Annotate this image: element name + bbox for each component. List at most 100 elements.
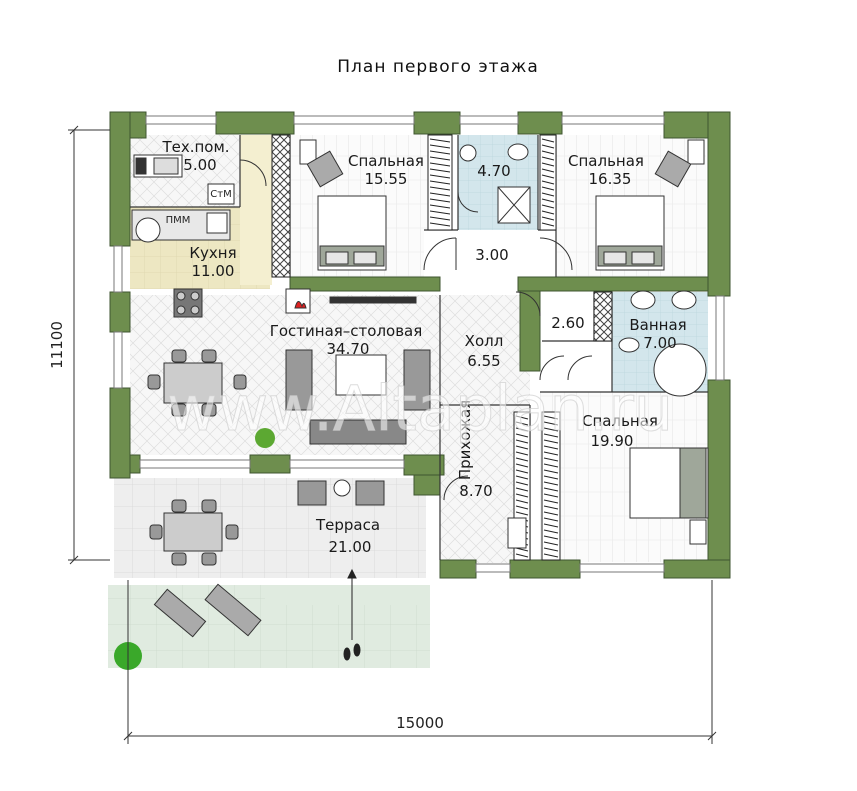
hanger-line (541, 192, 555, 197)
dimension-lines (68, 125, 717, 744)
label-corridor-area: 3.00 (475, 246, 508, 264)
hanger-line (515, 475, 529, 480)
hanger-line (429, 156, 451, 161)
hanger-line (515, 493, 529, 498)
hanger-line (429, 180, 451, 185)
hanger-line (515, 463, 529, 468)
label-entry-name: Прихожая (456, 400, 474, 480)
label-bedroom3-name: Спальная (582, 412, 658, 430)
hanger-line (543, 511, 559, 516)
dimension-width: 15000 (396, 714, 444, 732)
hanger-line (541, 216, 555, 221)
hanger-line (515, 487, 529, 492)
dimension-height: 11100 (48, 321, 66, 369)
label-closet-area: 2.60 (551, 314, 584, 332)
hanger-line (515, 457, 529, 462)
label-hall-name: Холл (465, 332, 504, 350)
hanger-line (543, 415, 559, 420)
hanger-line (543, 499, 559, 504)
label-living-area: 34.70 (327, 340, 370, 358)
hanger-line (515, 421, 529, 426)
hanger-line (515, 499, 529, 504)
room-labels: Тех.пом. 5.00 СтМ ПММ Кухня 11.00 Спальн… (161, 138, 686, 556)
hanger-line (515, 427, 529, 432)
label-dishwasher: ПММ (166, 215, 191, 226)
hanger-line (515, 451, 529, 456)
hanger-line (515, 415, 529, 420)
label-bedroom1-name: Спальная (348, 152, 424, 170)
hanger-line (429, 204, 451, 209)
hanger-line (541, 222, 555, 227)
hanger-line (541, 204, 555, 209)
hanger-line (541, 168, 555, 173)
windows (113, 115, 725, 573)
hanger-line (541, 156, 555, 161)
hanger-line (543, 553, 559, 558)
hanger-line (515, 445, 529, 450)
hanger-line (541, 198, 555, 203)
label-tech-area: 5.00 (183, 156, 216, 174)
hanger-line (429, 162, 451, 167)
entry-arrow (343, 568, 361, 661)
hanger-line (515, 439, 529, 444)
hanger-line (543, 487, 559, 492)
hanger-line (429, 198, 451, 203)
hanger-line (543, 421, 559, 426)
hanger-line (515, 433, 529, 438)
hanger-line (543, 481, 559, 486)
hanger-line (429, 216, 451, 221)
hanger-line (543, 535, 559, 540)
hanger-line (543, 541, 559, 546)
label-living-name: Гостиная–столовая (270, 322, 423, 340)
hanger-line (543, 475, 559, 480)
hanger-line (429, 186, 451, 191)
hanger-line (543, 463, 559, 468)
hanger-line (515, 469, 529, 474)
hanger-line (543, 451, 559, 456)
hanger-line (543, 439, 559, 444)
hanger-line (543, 445, 559, 450)
hanger-line (515, 553, 529, 558)
label-bedroom3-area: 19.90 (591, 432, 634, 450)
hanger-line (543, 457, 559, 462)
hanger-line (541, 174, 555, 179)
hanger-line (429, 174, 451, 179)
hanger-line (541, 144, 555, 149)
hanger-line (429, 138, 451, 143)
hanger-line (543, 529, 559, 534)
hanger-line (541, 162, 555, 167)
hanger-line (541, 186, 555, 191)
label-tech-name: Тех.пом. (161, 138, 229, 156)
hanger-line (543, 469, 559, 474)
label-bedroom1-area: 15.55 (365, 170, 408, 188)
hanger-line (541, 138, 555, 143)
hanger-line (543, 517, 559, 522)
hanger-line (541, 210, 555, 215)
label-bath-name: Ванная (629, 316, 686, 334)
plan-title: План первого этажа (337, 57, 539, 77)
label-washer: СтМ (210, 189, 231, 200)
label-kitchen-area: 11.00 (192, 262, 235, 280)
label-wc-area: 4.70 (477, 162, 510, 180)
watermark: www.Altaplan.ru (167, 372, 673, 445)
hanger-line (543, 547, 559, 552)
hanger-line (543, 427, 559, 432)
hanger-line (515, 505, 529, 510)
hanger-line (543, 505, 559, 510)
label-hall-area: 6.55 (467, 352, 500, 370)
hanger-line (515, 511, 529, 516)
label-bath-area: 7.00 (643, 334, 676, 352)
label-kitchen-name: Кухня (189, 244, 236, 262)
hanger-line (429, 144, 451, 149)
label-bedroom2-area: 16.35 (589, 170, 632, 188)
hanger-line (541, 150, 555, 155)
hanger-line (429, 192, 451, 197)
hanger-line (429, 168, 451, 173)
hanger-line (429, 222, 451, 227)
hanger-line (429, 210, 451, 215)
doors (239, 159, 593, 501)
hanger-line (541, 180, 555, 185)
hanger-line (515, 481, 529, 486)
hanger-line (543, 433, 559, 438)
label-terrace-name: Терраса (315, 516, 380, 534)
